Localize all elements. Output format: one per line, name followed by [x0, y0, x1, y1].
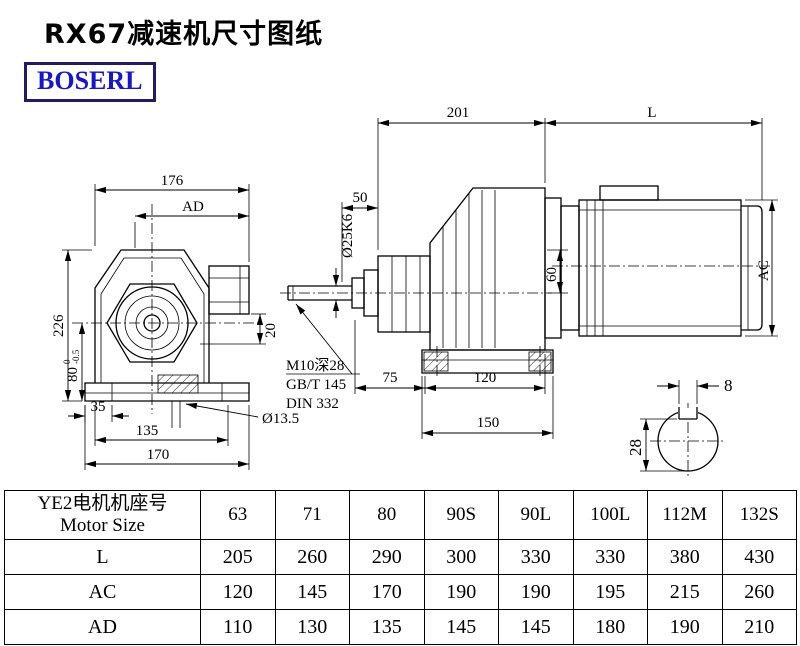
dim-170: 170	[147, 447, 170, 463]
table-cell: 195	[572, 574, 648, 610]
table-row-AD: AD 110 130 135 145 145 180 190 210	[4, 609, 797, 645]
table-header-size: 132S	[721, 490, 797, 540]
table-header-line1: YE2电机机座号	[37, 493, 168, 515]
table-header-row: YE2电机机座号 Motor Size 63 71 80 90S 90L 100…	[4, 490, 797, 540]
table-row-L: L 205 260 290 300 330 330 380 430	[4, 539, 797, 575]
dim-120: 120	[474, 370, 497, 386]
dim-135: 135	[136, 423, 159, 439]
dim-75: 75	[383, 370, 398, 386]
table-cell: 145	[423, 609, 499, 645]
table-header-size: 90S	[423, 490, 499, 540]
table-cell: 135	[349, 609, 425, 645]
table-header-motor-size: YE2电机机座号 Motor Size	[4, 490, 201, 540]
dim-shaft-dia: Ø25K6	[340, 213, 356, 258]
table-header-size: 112M	[647, 490, 723, 540]
table-header-size: 80	[349, 490, 425, 540]
dim-20: 20	[263, 323, 279, 338]
note-std-din: DIN 332	[286, 396, 339, 412]
table-header-size: 100L	[572, 490, 648, 540]
shaft-section-view: 8 28	[626, 376, 733, 479]
row-label-AD: AD	[4, 609, 201, 645]
dim-80-tol-lower: -0.5	[71, 349, 81, 364]
note-thread: M10深28	[286, 357, 344, 374]
table-cell: 145	[274, 574, 350, 610]
table-header-size: 90L	[498, 490, 574, 540]
table-cell: 170	[349, 574, 425, 610]
table-header-size: 63	[200, 490, 276, 540]
table-cell: 145	[498, 609, 574, 645]
dim-80-tol-upper: 0	[62, 359, 72, 364]
dim-226: 226	[51, 314, 67, 337]
row-label-AC: AC	[4, 574, 201, 610]
page-title: RX67减速机尺寸图纸	[44, 19, 324, 50]
table-cell: 130	[274, 609, 350, 645]
table-header-size: 71	[274, 490, 350, 540]
table-cell: 300	[423, 539, 499, 575]
motor-size-table: YE2电机机座号 Motor Size 63 71 80 90S 90L 100…	[4, 490, 797, 645]
table-cell: 190	[647, 609, 723, 645]
dim-176: 176	[161, 173, 184, 189]
table-cell: 260	[274, 539, 350, 575]
dim-28: 28	[626, 439, 645, 456]
dim-8: 8	[724, 376, 733, 395]
dim-AD: AD	[182, 199, 204, 215]
side-view: 201 L 50 Ø25K6 60 AC M10深28 GB/T 145 DIN…	[280, 105, 778, 439]
technical-drawing: 176 AD 226 80 0 -0.5 20 35 135	[51, 105, 778, 479]
table-cell: 330	[572, 539, 648, 575]
dim-80: 80	[65, 367, 81, 382]
front-view: 176 AD 226 80 0 -0.5 20 35 135	[51, 173, 299, 470]
dim-L: L	[647, 105, 656, 121]
table-header-line2: Motor Size	[60, 515, 145, 536]
row-label-L: L	[4, 539, 201, 575]
table-cell: 190	[498, 574, 574, 610]
brand-logo: BOSERL	[24, 62, 156, 102]
dim-35: 35	[91, 399, 106, 415]
table-cell: 110	[200, 609, 276, 645]
table-row-AC: AC 120 145 170 190 190 195 215 260	[4, 574, 797, 610]
dim-201: 201	[447, 105, 470, 121]
dim-150: 150	[477, 415, 500, 431]
table-cell: 290	[349, 539, 425, 575]
note-std-gb: GB/T 145	[286, 377, 346, 393]
table-cell: 215	[647, 574, 723, 610]
dim-50: 50	[353, 190, 368, 206]
table-cell: 330	[498, 539, 574, 575]
table-cell: 430	[721, 539, 797, 575]
table-cell: 205	[200, 539, 276, 575]
table-cell: 210	[721, 609, 797, 645]
dim-60: 60	[544, 267, 560, 282]
dim-13-5: Ø13.5	[262, 411, 299, 427]
table-cell: 180	[572, 609, 648, 645]
table-cell: 380	[647, 539, 723, 575]
dim-AC: AC	[756, 260, 772, 281]
table-cell: 120	[200, 574, 276, 610]
table-cell: 260	[721, 574, 797, 610]
table-cell: 190	[423, 574, 499, 610]
